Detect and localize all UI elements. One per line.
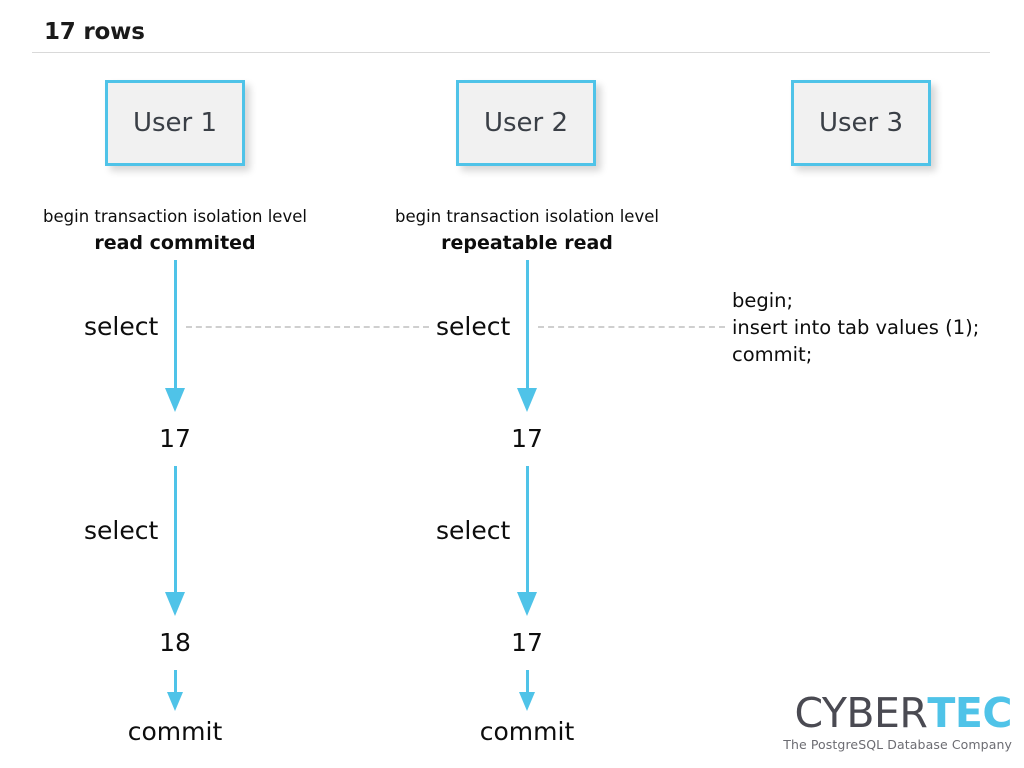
user2-step-select-2: select	[436, 516, 511, 545]
logo-tagline: The PostgreSQL Database Company	[783, 737, 1012, 752]
user2-arrow-head-3	[519, 692, 535, 711]
user1-arrow-shaft-3	[174, 670, 177, 695]
logo-word-dark: CYBER	[794, 689, 928, 737]
connector-user2-user3	[538, 326, 725, 328]
user3-sql-line-1: begin;	[732, 289, 794, 312]
user2-result-2: 17	[511, 628, 543, 657]
user1-step-select-1: select	[84, 312, 159, 341]
actor-box-user-3[interactable]: User 3	[791, 80, 931, 166]
user3-sql-line-2: insert into tab values (1);	[732, 316, 980, 339]
user2-result-1: 17	[511, 424, 543, 453]
title-divider	[32, 52, 990, 53]
actor-box-user-1[interactable]: User 1	[105, 80, 245, 166]
user1-arrow-shaft-2	[174, 466, 177, 592]
user1-arrow-shaft-1	[174, 260, 177, 388]
user2-isolation-level: repeatable read	[441, 232, 613, 254]
user2-arrow-shaft-3	[526, 670, 529, 695]
user1-arrow-head-1	[165, 388, 185, 412]
user2-step-select-1: select	[436, 312, 511, 341]
user2-arrow-shaft-1	[526, 260, 529, 388]
user2-isolation-prefix: begin transaction isolation level	[395, 207, 659, 226]
user1-isolation-prefix: begin transaction isolation level	[43, 207, 307, 226]
user1-result-1: 17	[159, 424, 191, 453]
user1-isolation-level: read commited	[94, 232, 256, 254]
user2-step-commit: commit	[479, 717, 575, 746]
user1-arrow-head-3	[167, 692, 183, 711]
logo-word-accent: TEC	[927, 689, 1012, 737]
user1-arrow-head-2	[165, 592, 185, 616]
actor-label-user-2: User 2	[483, 108, 569, 138]
user1-step-select-2: select	[84, 516, 159, 545]
user1-result-2: 18	[159, 628, 191, 657]
page-title: 17 rows	[44, 19, 145, 45]
user2-arrow-head-2	[517, 592, 537, 616]
actor-label-user-3: User 3	[818, 108, 904, 138]
user2-arrow-head-1	[517, 388, 537, 412]
actor-label-user-1: User 1	[132, 108, 218, 138]
cybertec-logo: CYBERTEC The PostgreSQL Database Company	[772, 693, 1012, 753]
logo-wordmark: CYBERTEC	[772, 693, 1012, 734]
user2-arrow-shaft-2	[526, 466, 529, 592]
user1-step-commit: commit	[127, 717, 223, 746]
connector-user1-user2	[186, 326, 429, 328]
user3-sql-line-3: commit;	[732, 343, 813, 366]
actor-box-user-2[interactable]: User 2	[456, 80, 596, 166]
